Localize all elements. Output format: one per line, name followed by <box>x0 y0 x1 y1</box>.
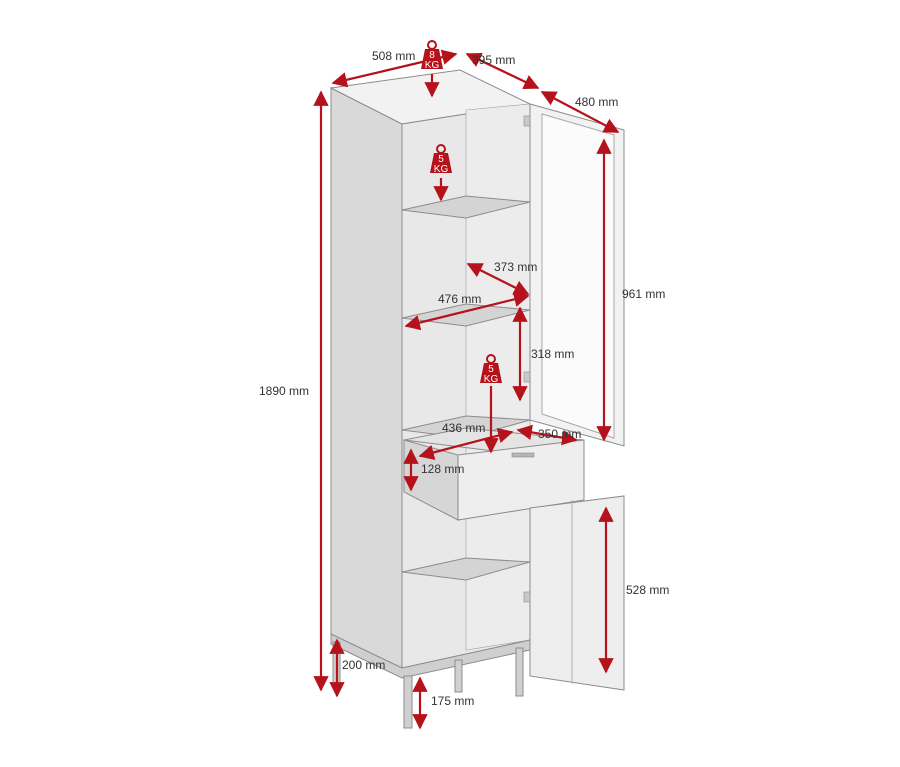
dim-line-top-depth <box>465 53 540 89</box>
dim-line-drawer-depth <box>516 424 578 446</box>
weight-unit-drawer: KG <box>484 374 499 385</box>
label-glass-height: 961 mm <box>622 287 665 301</box>
weight-icon: 5 KG <box>480 354 502 385</box>
leg-back-right <box>454 659 463 693</box>
label-total-height: 1890 mm <box>259 384 309 398</box>
label-shelf-gap: 318 mm <box>531 347 574 361</box>
dim-line-door-width <box>540 91 620 133</box>
weight-unit-top: KG <box>425 60 440 71</box>
hinge-middle <box>523 371 531 383</box>
weight-icon: 8 KG <box>421 40 443 71</box>
label-shelf-width: 476 mm <box>438 292 481 306</box>
label-door-width: 480 mm <box>575 95 618 109</box>
hinge-upper <box>523 115 531 127</box>
dim-line-shelf-width <box>404 291 530 331</box>
dim-line-shelf-depth <box>466 263 530 295</box>
weight-number-drawer: 5 <box>488 364 494 375</box>
label-shelf-depth: 373 mm <box>494 260 537 274</box>
weight-number-top: 8 <box>429 50 435 61</box>
label-lower-door: 528 mm <box>626 583 669 597</box>
label-drawer-depth: 350 mm <box>538 427 581 441</box>
label-base-height: 200 mm <box>342 658 385 672</box>
weight-unit-shelf: KG <box>434 164 449 175</box>
dim-line-drawer-width <box>418 428 514 460</box>
label-leg-height: 175 mm <box>431 694 474 708</box>
label-drawer-width: 436 mm <box>442 421 485 435</box>
label-top-width: 508 mm <box>372 49 415 63</box>
dimension-lines <box>313 49 620 730</box>
weight-icon: 5 KG <box>430 144 452 175</box>
weight-number-shelf: 5 <box>438 154 444 165</box>
dimension-labels: 508 mm 395 mm 480 mm 1890 mm 961 mm 373 … <box>259 49 669 708</box>
lower-door <box>529 495 625 691</box>
cabinet-side-panel <box>330 87 403 669</box>
leg-front-left <box>403 675 413 729</box>
leg-front-right <box>515 647 524 697</box>
cabinet <box>329 69 625 729</box>
label-drawer-height: 128 mm <box>421 462 464 476</box>
hinge-lower <box>523 591 531 603</box>
label-top-depth: 395 mm <box>472 53 515 67</box>
drawer-handle <box>511 452 535 458</box>
